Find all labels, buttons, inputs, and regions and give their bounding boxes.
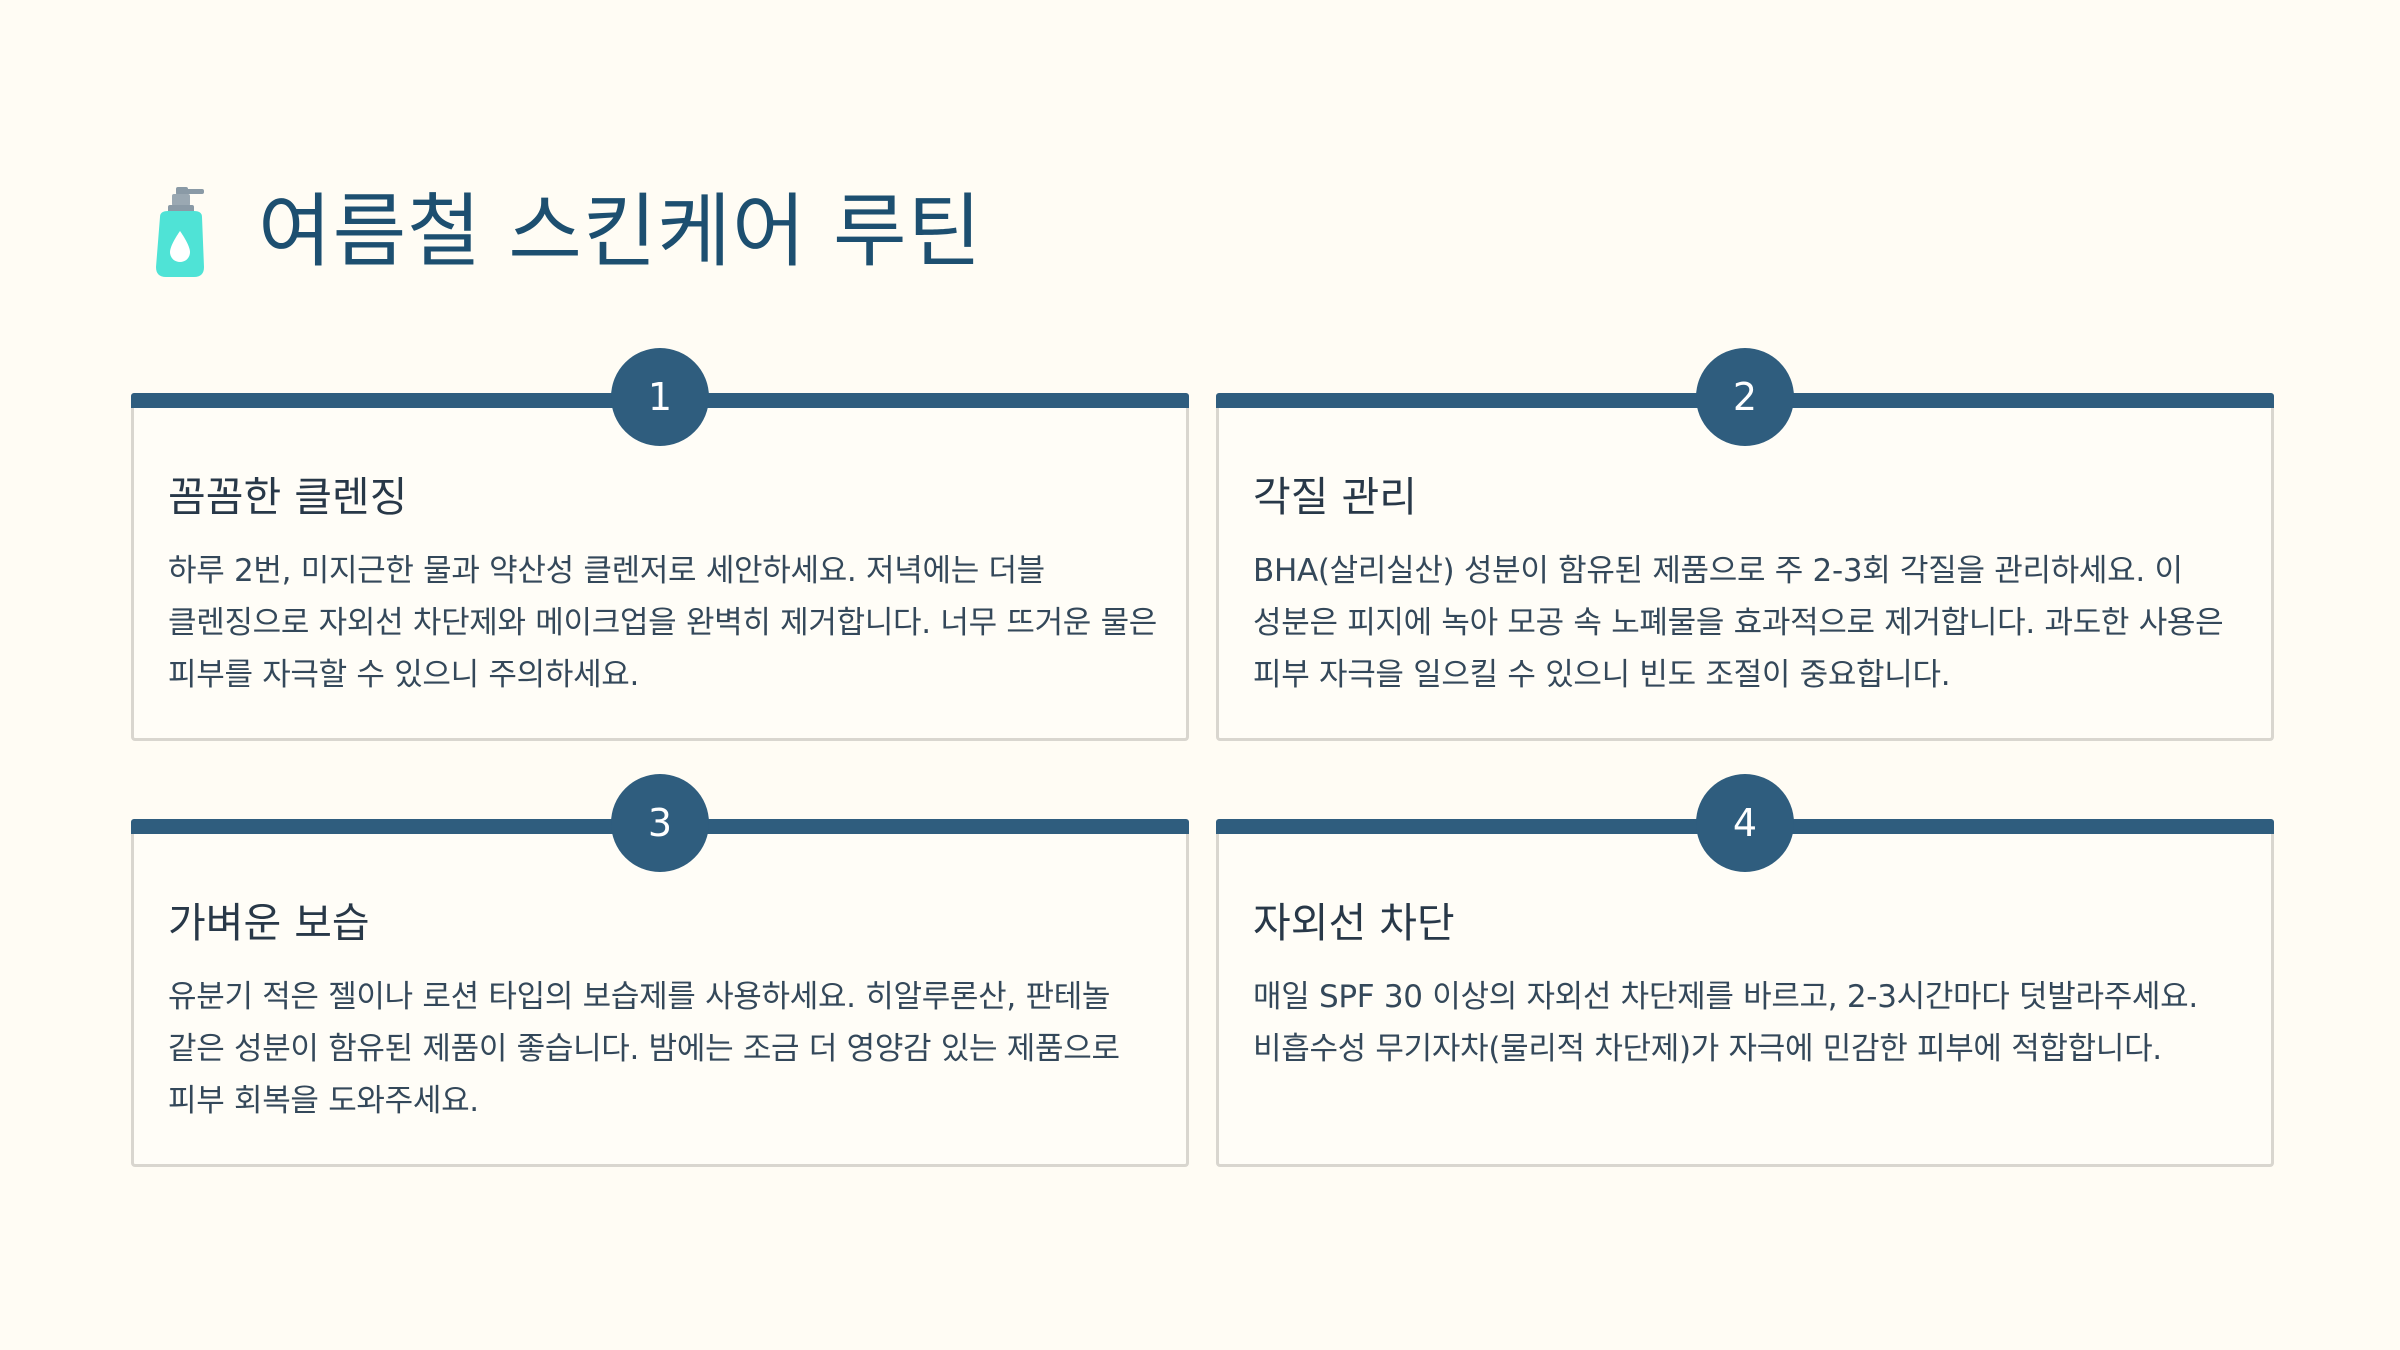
step-number-badge: 3	[611, 774, 709, 872]
step-number-badge: 1	[611, 348, 709, 446]
card-description: BHA(살리실산) 성분이 함유된 제품으로 주 2-3회 각질을 관리하세요.…	[1253, 553, 2224, 693]
lotion-bottle-icon	[156, 187, 204, 277]
routine-card-4: 4 자외선 차단 매일 SPF 30 이상의 자외선 차단제를 바르고, 2-3…	[1216, 774, 2274, 1167]
card-title: 각질 관리	[1253, 473, 1417, 521]
page-title: 여름철 스킨케어 루틴	[258, 185, 983, 278]
step-number-badge: 4	[1696, 774, 1794, 872]
routine-card-2: 2 각질 관리 BHA(살리실산) 성분이 함유된 제품으로 주 2-3회 각질…	[1216, 348, 2274, 741]
card-description: 매일 SPF 30 이상의 자외선 차단제를 바르고, 2-3시간마다 덧발라주…	[1253, 979, 2198, 1067]
card-title: 자외선 차단	[1253, 899, 1455, 947]
step-number-badge: 2	[1696, 348, 1794, 446]
routine-card-3: 3 가벼운 보습 유분기 적은 젤이나 로션 타입의 보습제를 사용하세요. 히…	[131, 774, 1189, 1167]
card-description: 유분기 적은 젤이나 로션 타입의 보습제를 사용하세요. 히알루론산, 판테놀…	[168, 979, 1120, 1119]
page-header: 여름철 스킨케어 루틴	[148, 172, 982, 292]
card-title: 꼼꼼한 클렌징	[168, 473, 408, 521]
routine-card-1: 1 꼼꼼한 클렌징 하루 2번, 미지근한 물과 약산성 클렌저로 세안하세요.…	[131, 348, 1189, 741]
card-description: 하루 2번, 미지근한 물과 약산성 클렌저로 세안하세요. 저녁에는 더블 클…	[168, 553, 1158, 693]
card-title: 가벼운 보습	[168, 899, 370, 947]
